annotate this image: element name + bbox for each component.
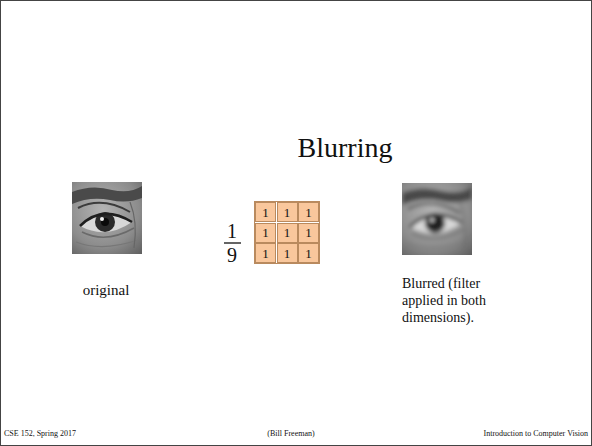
footer-text: CSE 152, Spring 2017 [4, 430, 76, 439]
kernel-cell: 1 [298, 223, 319, 243]
kernel-cell: 1 [255, 202, 276, 222]
kernel-value: 1 [305, 206, 312, 219]
footer-text: Introduction to Computer Vision [484, 430, 588, 439]
fraction-denominator: 9 [227, 243, 237, 267]
kernel-value: 1 [284, 206, 291, 219]
image-caption: Blurred (filter applied in both dimensio… [402, 276, 520, 326]
kernel-frame [255, 202, 320, 264]
fraction-numerator: 1 [227, 219, 237, 243]
kernel-cell: 1 [298, 202, 319, 222]
kernel-value: 1 [305, 247, 312, 260]
original-photo [72, 182, 142, 254]
footer-text: (Bill Freeman) [267, 430, 314, 439]
kernel-cell: 1 [298, 243, 319, 263]
kernel-value: 1 [284, 226, 291, 239]
slide-title: Blurring [298, 132, 393, 164]
kernel-cell: 1 [277, 202, 298, 222]
kernel-value: 1 [305, 226, 312, 239]
kernel-cell: 1 [255, 243, 276, 263]
kernel-value: 1 [262, 206, 269, 219]
kernel-cell: 1 [277, 243, 298, 263]
blurred-photo [402, 183, 472, 255]
fraction-bar [224, 242, 241, 243]
kernel-value: 1 [284, 247, 291, 260]
kernel-cell: 1 [277, 223, 298, 243]
image-caption: original [83, 281, 130, 299]
kernel-cell: 1 [255, 223, 276, 243]
kernel-value: 1 [262, 247, 269, 260]
kernel-value: 1 [262, 226, 269, 239]
